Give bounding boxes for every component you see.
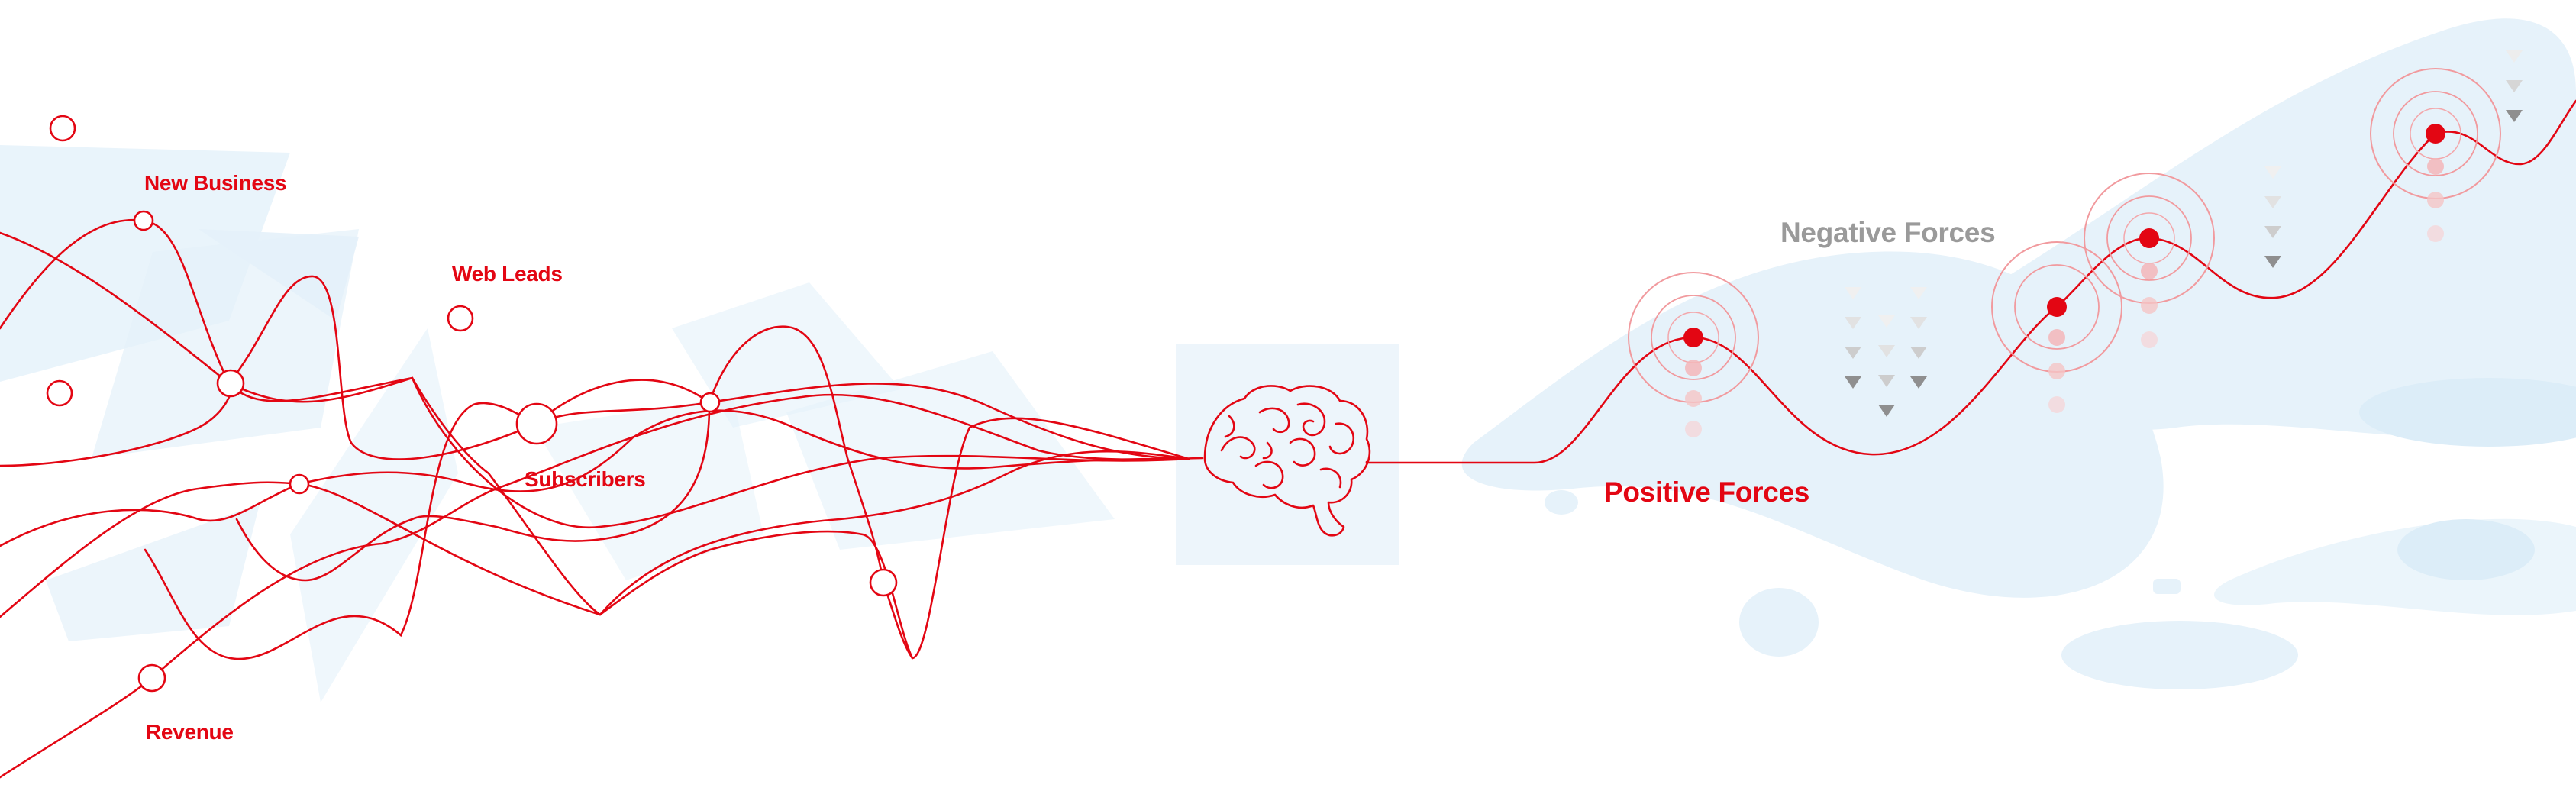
negative-force-markers bbox=[1845, 50, 2523, 417]
bg-shard bbox=[786, 351, 1115, 550]
input-line-loop-b bbox=[144, 325, 914, 660]
force-markers bbox=[1628, 68, 2501, 437]
label-negative-forces: Negative Forces bbox=[1780, 217, 1996, 248]
label-revenue: Revenue bbox=[146, 720, 234, 744]
brain-connector-left bbox=[1144, 457, 1204, 461]
target-ring-icon bbox=[2084, 173, 2215, 348]
bg-blob bbox=[2061, 621, 2298, 689]
bg-shard bbox=[46, 504, 260, 641]
input-line-loop-c bbox=[0, 409, 1190, 547]
down-triangle-icon bbox=[2506, 50, 2523, 122]
input-lines bbox=[0, 218, 1204, 779]
down-triangle-icon bbox=[2264, 166, 2281, 268]
node-circle bbox=[46, 379, 73, 407]
node-circle bbox=[699, 392, 721, 413]
node-circle bbox=[49, 115, 76, 142]
label-positive-forces: Positive Forces bbox=[1604, 476, 1810, 508]
target-ring-icon bbox=[1628, 272, 1759, 437]
input-nodes bbox=[46, 115, 898, 693]
target-ring-icon bbox=[1991, 241, 2122, 413]
label-new-business: New Business bbox=[144, 171, 287, 195]
bg-blob bbox=[2359, 378, 2576, 447]
bg-blob bbox=[1545, 490, 1578, 515]
node-circle bbox=[133, 210, 154, 231]
label-subscribers: Subscribers bbox=[525, 467, 646, 491]
node-circle bbox=[289, 473, 310, 495]
node-circle bbox=[869, 568, 898, 597]
bg-shard bbox=[199, 229, 359, 321]
bg-blob bbox=[2153, 579, 2181, 594]
down-triangle-icon bbox=[1910, 287, 1927, 389]
bg-shard bbox=[672, 282, 901, 428]
node-circle bbox=[515, 402, 558, 445]
brain-box bbox=[1176, 344, 1399, 565]
target-ring-icon bbox=[2370, 68, 2501, 242]
node-circle bbox=[137, 663, 166, 693]
bg-blob bbox=[1739, 588, 1819, 657]
label-web-leads: Web Leads bbox=[452, 262, 563, 286]
bg-blob bbox=[2397, 519, 2535, 580]
brain-icon bbox=[1203, 385, 1371, 537]
down-triangle-icon bbox=[1878, 315, 1895, 417]
node-circle bbox=[216, 369, 245, 398]
input-line-loop-d bbox=[235, 401, 711, 582]
bg-shard bbox=[290, 328, 458, 702]
node-circle bbox=[447, 305, 474, 332]
down-triangle-icon bbox=[1845, 287, 1861, 389]
right-background-shapes bbox=[1461, 18, 2576, 689]
